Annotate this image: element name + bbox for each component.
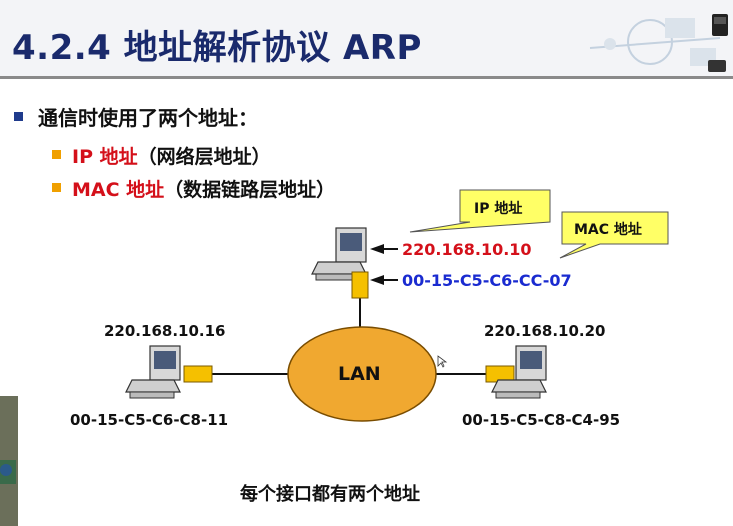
- lan-label: LAN: [338, 363, 381, 385]
- interface-left: [184, 366, 212, 382]
- diagram-caption: 每个接口都有两个地址: [240, 480, 420, 506]
- top-host-mac: 00-15-C5-C6-CC-07: [402, 271, 572, 290]
- ip-callout-label: IP 地址: [474, 198, 522, 218]
- arrow-ip: [370, 244, 384, 254]
- top-host-ip: 220.168.10.10: [402, 240, 532, 259]
- webcam-overlay: [0, 396, 18, 526]
- computer-icon-left: [126, 346, 180, 398]
- right-host-ip: 220.168.10.20: [484, 322, 605, 340]
- mouse-cursor-icon: [438, 356, 446, 367]
- mac-callout-label: MAC 地址: [574, 219, 642, 239]
- left-host-ip: 220.168.10.16: [104, 322, 225, 340]
- arrow-mac: [370, 275, 384, 285]
- right-host-mac: 00-15-C5-C8-C4-95: [462, 411, 620, 429]
- interface-top: [352, 272, 368, 298]
- left-host-mac: 00-15-C5-C6-C8-11: [70, 411, 228, 429]
